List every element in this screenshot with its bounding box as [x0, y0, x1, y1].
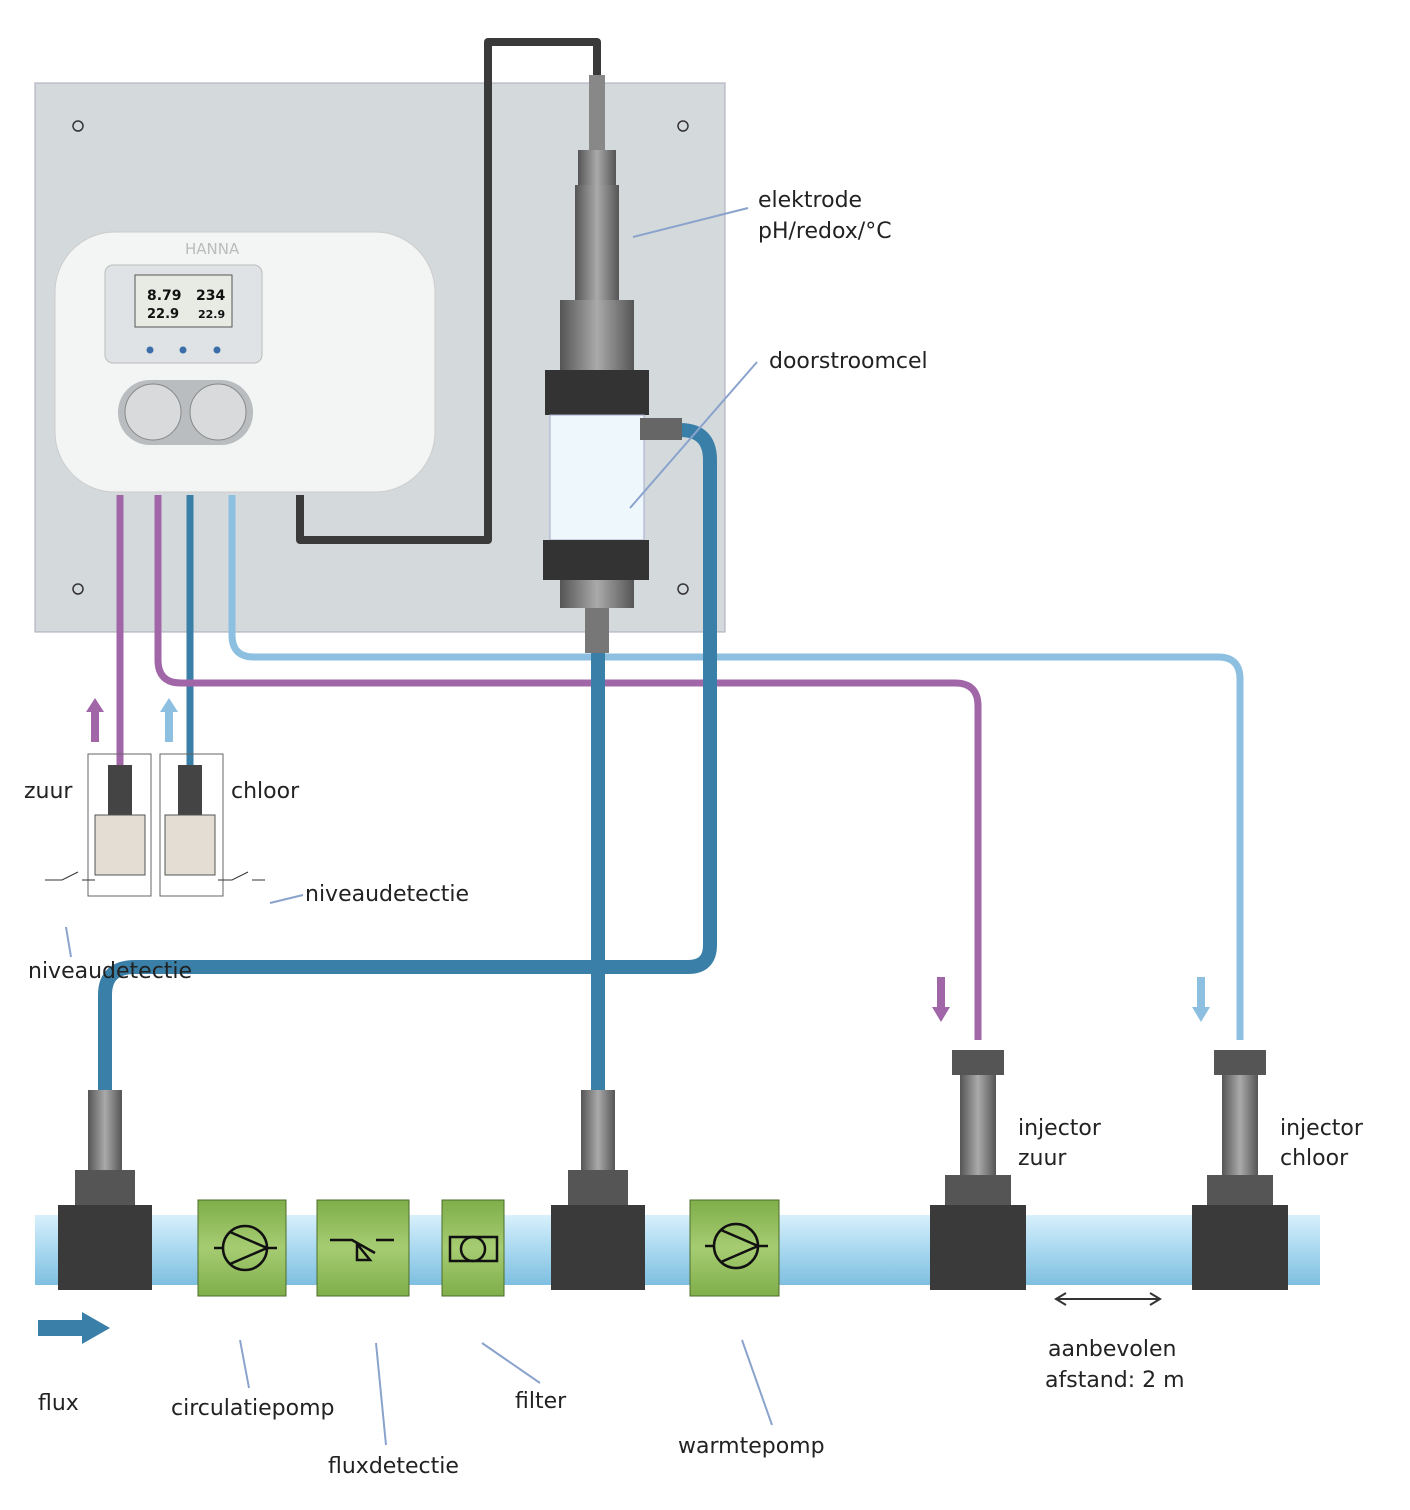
flow-detection-label: fluxdetectie — [328, 1454, 459, 1479]
flow-cell-label: doorstroomcel — [769, 349, 928, 374]
electrode-label-2: pH/redox/°C — [758, 219, 892, 244]
circulation-pump-label: circulatiepomp — [171, 1396, 335, 1421]
filter-symbol-icon — [448, 1235, 499, 1263]
chlorine-injector — [1192, 1050, 1288, 1290]
controller-button[interactable] — [213, 346, 221, 354]
flow-switch-symbol-icon — [330, 1238, 394, 1262]
flux-arrow-icon — [38, 1312, 110, 1344]
distance-label-2: afstand: 2 m — [1045, 1368, 1185, 1393]
heat-pump — [689, 1199, 780, 1297]
inlet-valve — [551, 1090, 645, 1290]
sample-return-tube — [98, 423, 717, 1090]
level-detection-label-right: niveaudetectie — [305, 882, 469, 907]
circulation-pump — [197, 1199, 287, 1297]
acid-tank — [87, 753, 152, 897]
distance-label: aanbevolen — [1048, 1337, 1176, 1362]
acid-dosing-tube — [154, 495, 982, 1040]
flow-detection — [316, 1199, 410, 1297]
acid-injector — [930, 1050, 1026, 1290]
filter-label: filter — [515, 1389, 567, 1414]
screw-hole-icon — [72, 583, 84, 595]
pump-symbol-icon — [214, 1224, 277, 1272]
brand-logo: HANNA — [185, 240, 240, 258]
ph-reading: 8.79 — [147, 288, 182, 304]
chlorine-down-arrow-icon — [1192, 977, 1210, 1022]
chlorine-up-arrow-icon — [160, 698, 178, 742]
flow-cell — [543, 370, 682, 653]
injector-chlorine-label-2: chloor — [1280, 1146, 1349, 1171]
peristaltic-pump-chlorine — [189, 383, 247, 441]
screw-hole-icon — [72, 120, 84, 132]
injector-chlorine-label: injector — [1280, 1116, 1364, 1141]
temp-reading-left: 22.9 — [147, 307, 179, 322]
screw-hole-icon — [677, 583, 689, 595]
distance-arrow-icon — [1054, 1292, 1162, 1306]
controller-button[interactable] — [146, 346, 154, 354]
temp-reading-right: 22.9 — [198, 308, 225, 321]
heat-pump-label: warmtepomp — [678, 1434, 825, 1459]
return-valve — [58, 1090, 152, 1290]
flux-label: flux — [38, 1391, 79, 1416]
pump-symbol-icon — [705, 1222, 768, 1270]
level-switch-icon — [45, 871, 95, 881]
controller-button[interactable] — [179, 346, 187, 354]
redox-reading: 234 — [196, 288, 225, 304]
screw-hole-icon — [677, 120, 689, 132]
acid-down-arrow-icon — [932, 977, 950, 1022]
chlorine-dosing-tube — [228, 495, 1244, 1040]
chlorine-label: chloor — [231, 779, 300, 804]
electrode-cable — [296, 38, 601, 544]
level-detection-label-left: niveaudetectie — [28, 959, 192, 984]
injector-acid-label-2: zuur — [1018, 1146, 1067, 1171]
injector-acid-label: injector — [1018, 1116, 1102, 1141]
electrode — [560, 75, 634, 370]
peristaltic-pump-acid — [124, 383, 182, 441]
filter — [441, 1199, 505, 1297]
chlorine-tank — [159, 753, 224, 897]
acid-label: zuur — [24, 779, 73, 804]
lcd-display — [134, 274, 233, 328]
level-switch-icon — [218, 871, 265, 881]
acid-up-arrow-icon — [86, 698, 104, 742]
electrode-label: elektrode — [758, 188, 862, 213]
hanna-controller: HANNA 8.79 234 22.9 22.9 — [54, 231, 436, 493]
